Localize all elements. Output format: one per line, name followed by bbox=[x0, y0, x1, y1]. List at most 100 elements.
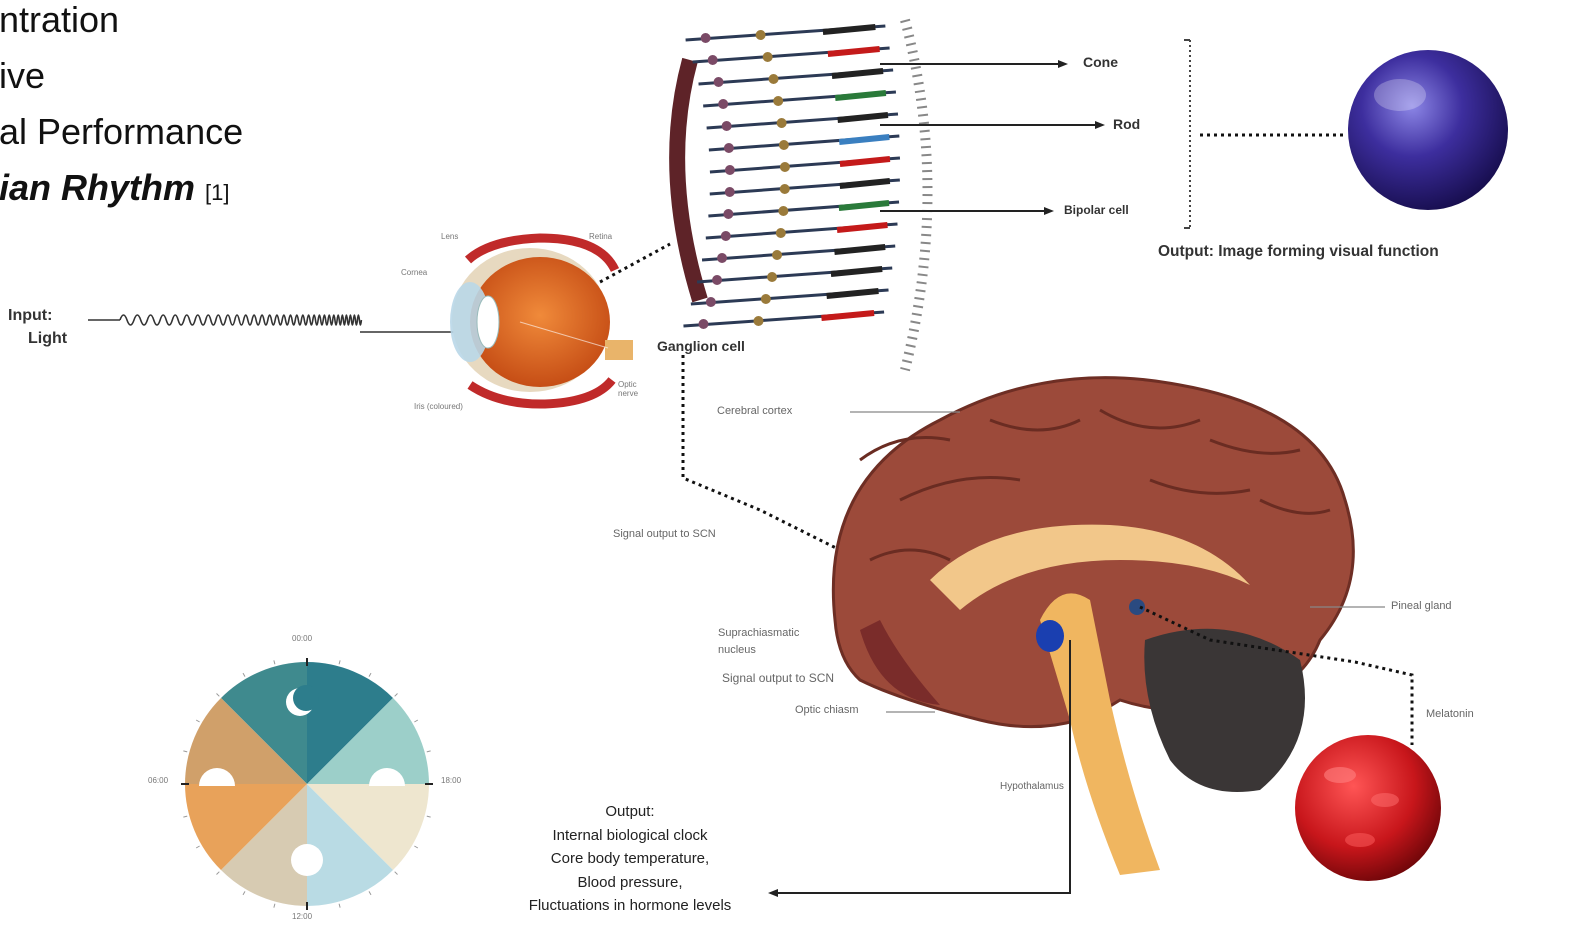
ganglion-cell-body bbox=[708, 55, 718, 65]
biological-output-item: Fluctuations in hormone levels bbox=[485, 894, 775, 918]
clock-tick bbox=[196, 846, 199, 848]
bipolar-cell-body bbox=[773, 96, 783, 106]
biological-output-item: Core body temperature, bbox=[485, 847, 775, 871]
clock-tick bbox=[274, 904, 275, 908]
photoreceptor-segment bbox=[840, 159, 890, 164]
ganglion-cell-body bbox=[701, 33, 711, 43]
ganglion-cell-body bbox=[724, 143, 734, 153]
clock-tick bbox=[339, 904, 340, 908]
clock-tick bbox=[427, 751, 431, 752]
bipolar-cell-body bbox=[763, 52, 773, 62]
photoreceptor-segment bbox=[834, 247, 885, 252]
clock-label-top: 00:00 bbox=[292, 634, 312, 643]
bipolar-cell-body bbox=[756, 30, 766, 40]
clock-label-right: 18:00 bbox=[441, 776, 461, 785]
photoreceptor-segment bbox=[835, 93, 886, 98]
ganglion-cell-body bbox=[725, 165, 735, 175]
ganglion-cell-body bbox=[712, 275, 722, 285]
clock-tick bbox=[339, 660, 340, 664]
retina-arrows bbox=[880, 60, 1105, 215]
ganglion-cell-body bbox=[698, 319, 708, 329]
melatonin-blood-sphere bbox=[1295, 735, 1441, 881]
ganglion-cell-body bbox=[706, 297, 716, 307]
clock-tick bbox=[196, 720, 199, 722]
bipolar-cell-body bbox=[777, 118, 787, 128]
retina-cells-illustration bbox=[677, 20, 927, 370]
hypothalamus-label: Hypothalamus bbox=[1000, 781, 1064, 792]
photoreceptor-segment bbox=[837, 225, 887, 230]
photoreceptor-segment bbox=[832, 71, 883, 76]
photoreceptor-segment bbox=[831, 269, 882, 274]
retina-outer-edge bbox=[905, 20, 928, 370]
bipolar-cell-label: Bipolar cell bbox=[1064, 203, 1129, 217]
photoreceptor-segment bbox=[839, 203, 889, 208]
visual-output-bracket bbox=[1184, 40, 1345, 228]
scn-label-line2: nucleus bbox=[718, 644, 756, 656]
clock-tick bbox=[243, 673, 245, 676]
clock-label-left: 06:00 bbox=[148, 776, 168, 785]
melatonin-label: Melatonin bbox=[1426, 708, 1474, 720]
cerebral-cortex-label: Cerebral cortex bbox=[717, 405, 792, 417]
bipolar-cell-body bbox=[767, 272, 777, 282]
photoreceptor-segment bbox=[828, 49, 880, 54]
ganglion-cell-body bbox=[722, 121, 732, 131]
eye-illustration bbox=[450, 238, 633, 404]
visual-output-label: Output: Image forming visual function bbox=[1158, 243, 1439, 261]
cone-label: Cone bbox=[1083, 54, 1118, 70]
clock-tick bbox=[274, 660, 275, 664]
clock-tick bbox=[414, 846, 417, 848]
ganglion-cell-body bbox=[721, 231, 731, 241]
bipolar-cell-body bbox=[778, 206, 788, 216]
bipolar-cell-body bbox=[776, 228, 786, 238]
biological-output-item: Internal biological clock bbox=[485, 824, 775, 848]
circadian-clock-dial bbox=[181, 658, 433, 910]
rod-label: Rod bbox=[1113, 116, 1140, 132]
ganglion-cell-body bbox=[714, 77, 724, 87]
biological-output-block: Output: Internal biological clock Core b… bbox=[485, 800, 775, 918]
photoreceptor-segment bbox=[821, 313, 874, 318]
clock-tick bbox=[427, 816, 431, 817]
bipolar-cell-body bbox=[769, 74, 779, 84]
clock-tick bbox=[395, 693, 398, 696]
biological-output-item: Blood pressure, bbox=[485, 871, 775, 895]
photoreceptor-segment bbox=[838, 115, 888, 120]
photoreceptor-segment bbox=[840, 181, 890, 186]
clock-tick bbox=[369, 891, 371, 894]
clock-label-bottom: 12:00 bbox=[292, 912, 312, 921]
lens-label: Lens bbox=[441, 232, 458, 241]
clock-tick bbox=[369, 673, 371, 676]
bipolar-cell-body bbox=[772, 250, 782, 260]
optic-chiasm-label: Optic chiasm bbox=[795, 704, 859, 716]
clock-tick bbox=[216, 872, 219, 875]
scn-label-line1: Suprachiasmatic bbox=[718, 627, 799, 639]
input-label: Input: bbox=[8, 307, 52, 325]
bipolar-cell-body bbox=[780, 162, 790, 172]
retina-label: Retina bbox=[589, 232, 612, 241]
clock-tick bbox=[216, 693, 219, 696]
signal-output-label-2: Signal output to SCN bbox=[722, 671, 834, 685]
ganglion-cell-body bbox=[723, 209, 733, 219]
ganglion-cell-body bbox=[717, 253, 727, 263]
visual-function-sphere bbox=[1348, 50, 1508, 210]
photoreceptor-segment bbox=[839, 137, 889, 142]
clock-tick bbox=[243, 891, 245, 894]
clock-tick bbox=[183, 751, 187, 752]
ganglion-cell-label: Ganglion cell bbox=[657, 338, 745, 354]
bipolar-cell-body bbox=[753, 316, 763, 326]
optic-nerve-label: Optic nerve bbox=[618, 380, 652, 398]
signal-output-label-1: Signal output to SCN bbox=[613, 528, 716, 540]
light-wave bbox=[88, 315, 455, 332]
light-label: Light bbox=[28, 330, 67, 348]
iris-label: Iris (coloured) bbox=[414, 402, 474, 411]
brain-illustration bbox=[833, 378, 1353, 875]
ganglion-cell-body bbox=[725, 187, 735, 197]
clock-tick bbox=[414, 720, 417, 722]
bipolar-cell-body bbox=[779, 140, 789, 150]
photoreceptor-segment bbox=[823, 27, 875, 32]
clock-tick bbox=[183, 816, 187, 817]
biological-output-title: Output: bbox=[485, 800, 775, 824]
bipolar-cell-body bbox=[780, 184, 790, 194]
cornea-label: Cornea bbox=[401, 268, 427, 277]
pineal-gland-label: Pineal gland bbox=[1391, 600, 1452, 612]
